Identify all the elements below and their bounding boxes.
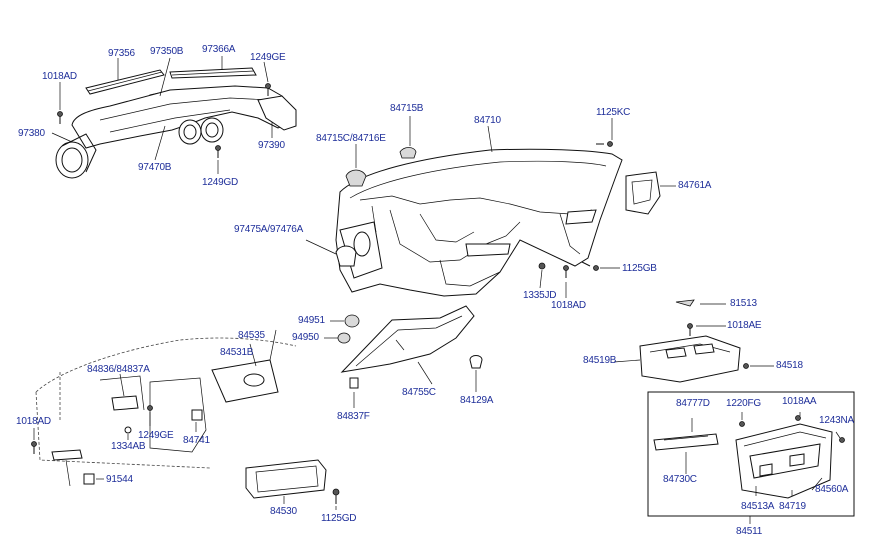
side-bracket-84761A [625,171,661,215]
bracket-84836 [111,395,139,411]
label-84535: 84535 [238,330,265,341]
clip-84837F [349,377,359,389]
label-97380: 97380 [18,128,45,139]
label-94951: 94951 [298,315,325,326]
label-84836: 84836/84837A [87,364,150,375]
cover-84715C [345,169,367,187]
label-1249GE-low: 1249GE [138,430,174,441]
clip-84741 [191,409,203,421]
label-1125GB: 1125GB [622,263,657,274]
side-duct-97390 [257,95,297,131]
lower-trim-group [324,305,483,408]
label-97350B: 97350B [150,46,184,57]
bezel-84530 [245,459,327,499]
label-97356: 97356 [108,48,135,59]
label-1018AD-left: 1018AD [16,416,51,427]
bracket-84519B [639,335,741,383]
label-1018AA: 1018AA [782,396,817,407]
label-84530: 84530 [270,506,297,517]
label-84837F: 84837F [337,411,370,422]
label-1220FG: 1220FG [726,398,761,409]
label-84761A: 84761A [678,180,712,191]
label-97390: 97390 [258,140,285,151]
label-84511: 84511 [736,526,763,537]
label-84741: 84741 [183,435,210,446]
cap-84129A [469,355,483,369]
label-91544: 91544 [106,474,133,485]
glovebox-assembly-group [647,391,855,524]
bracket-91745A [51,449,83,461]
label-84710: 84710 [474,115,501,126]
label-84531B: 84531B [220,347,254,358]
label-1018AD-mid: 1018AD [551,300,586,311]
label-84777D: 84777D [676,398,710,409]
label-1125KC: 1125KC [596,107,631,118]
label-1018AE: 1018AE [727,320,762,331]
label-84719: 84719 [779,501,806,512]
label-1018AD-top: 1018AD [42,71,77,82]
bezel-group [245,459,340,510]
label-1243NA: 1243NA [819,415,854,426]
label-97470B: 97470B [138,162,172,173]
lower-dash-group [31,329,297,487]
label-84715B: 84715B [390,103,424,114]
label-84519B: 84519B [583,355,617,366]
cap-84715B [399,147,417,159]
label-97475A: 97475A/97476A [234,224,304,235]
latch-84730C [653,433,719,451]
label-84129A: 84129A [460,395,494,406]
clip-81513 [675,299,695,307]
clip-91544 [83,473,95,485]
clip-94951 [344,314,360,328]
main-crash-pad-84710 [335,148,623,297]
label-1335JD: 1335JD [523,290,557,301]
knob-97475A [335,245,357,267]
label-97366A: 97366A [202,44,236,55]
label-1334AB: 1334AB [111,441,146,452]
label-81513: 81513 [730,298,757,309]
label-84560A: 84560A [815,484,849,495]
trim-panel-84755C [340,305,475,373]
label-1249GD: 1249GD [202,177,239,188]
label-84715C: 84715C/84716E [316,133,386,144]
label-1249GE-top: 1249GE [250,52,286,63]
label-84513A: 84513A [741,501,775,512]
glovebox-bracket-group [613,299,774,383]
clip-94950 [337,332,351,344]
label-94950: 94950 [292,332,319,343]
label-1125GD: 1125GD [321,513,357,524]
label-84755C: 84755C [402,387,436,398]
defroster-strip-97356 [85,69,165,95]
label-84730C: 84730C [663,474,697,485]
heater-duct-group [51,56,297,179]
crash-pad-group [305,116,676,298]
glovebox-box-frame [647,391,855,517]
label-84518: 84518 [776,360,803,371]
